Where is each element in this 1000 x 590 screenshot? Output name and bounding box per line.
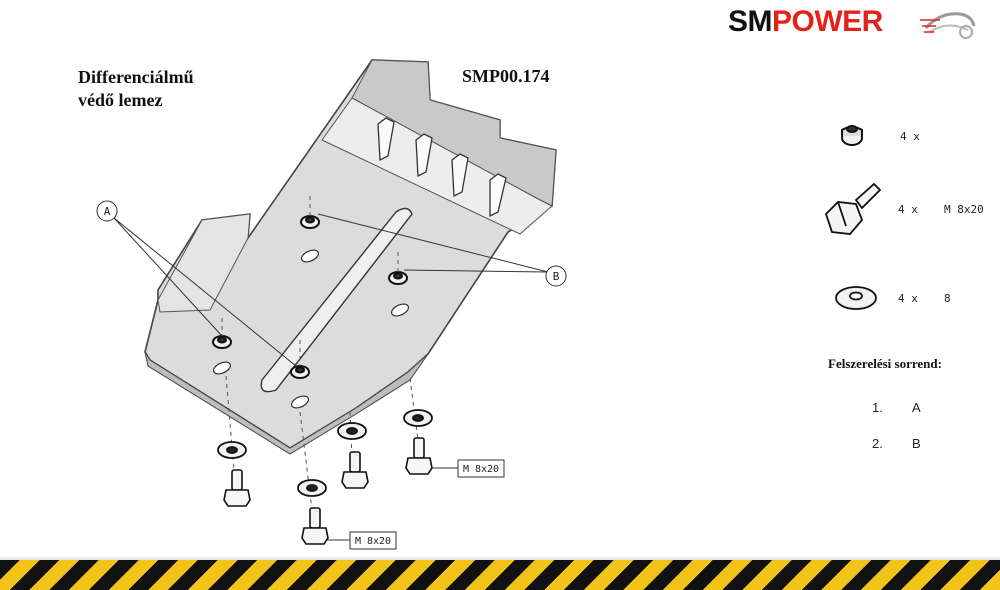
callout-bolt-bottom: M 8x20 [349, 531, 397, 550]
callout-bolt-right-text: M 8x20 [463, 464, 499, 475]
washer-1 [217, 441, 247, 459]
callout-bolt-right: M 8x20 [457, 459, 505, 478]
part-washer-size: 8 [944, 292, 951, 305]
loose-bolts [223, 437, 433, 545]
bolt-1 [223, 469, 251, 507]
logo-sm-text: SM [728, 5, 773, 38]
washer-3 [337, 422, 367, 440]
skid-plate [144, 59, 557, 455]
washer-2 [297, 479, 327, 497]
leader-lines [113, 213, 549, 541]
footer-shadow [0, 556, 1000, 560]
nut-1 [300, 215, 320, 229]
part-bolt-size: M 8x20 [944, 203, 984, 216]
nut-3 [212, 335, 232, 349]
hazard-stripe-footer [0, 560, 1000, 590]
assembly-step-2-label: B [912, 436, 921, 451]
bolt-4 [405, 437, 433, 475]
nut-2 [388, 271, 408, 285]
title-line-1: Differenciálmű [78, 67, 194, 87]
assembly-order-title: Felszerelési sorrend: [828, 356, 942, 371]
logo-power-text: POWER [772, 5, 883, 38]
label-b: B [553, 270, 560, 283]
nut-icon [841, 125, 863, 146]
part-washer-qty: 4 x [898, 292, 918, 305]
assembly-step-2-num: 2. [872, 436, 883, 451]
loose-washers [217, 409, 433, 497]
callout-bolt-bottom-text: M 8x20 [355, 536, 391, 547]
motorcycle-icon [920, 12, 976, 39]
assembly-step-1-num: 1. [872, 400, 883, 415]
plate-nuts [212, 215, 408, 379]
bolt-2 [301, 507, 329, 545]
label-b-callout: B [545, 265, 567, 287]
bolt-3 [341, 451, 369, 489]
label-a-callout: A [96, 200, 118, 222]
diagram-title: Differenciálmű védő lemez [78, 66, 194, 112]
label-a: A [104, 205, 111, 218]
nut-4 [290, 365, 310, 379]
part-bolt-qty: 4 x [898, 203, 918, 216]
exploded-diagram: A B M 8x20 M 8x [96, 59, 882, 550]
title-line-2: védő lemez [78, 90, 163, 110]
washer-icon [835, 286, 877, 310]
product-code: SMP00.174 [462, 66, 550, 86]
bolt-icon [824, 182, 882, 235]
smpower-logo: SMPOWER [728, 4, 978, 44]
part-nut-qty: 4 x [900, 130, 920, 143]
assembly-step-1-label: A [912, 400, 921, 415]
washer-4 [403, 409, 433, 427]
